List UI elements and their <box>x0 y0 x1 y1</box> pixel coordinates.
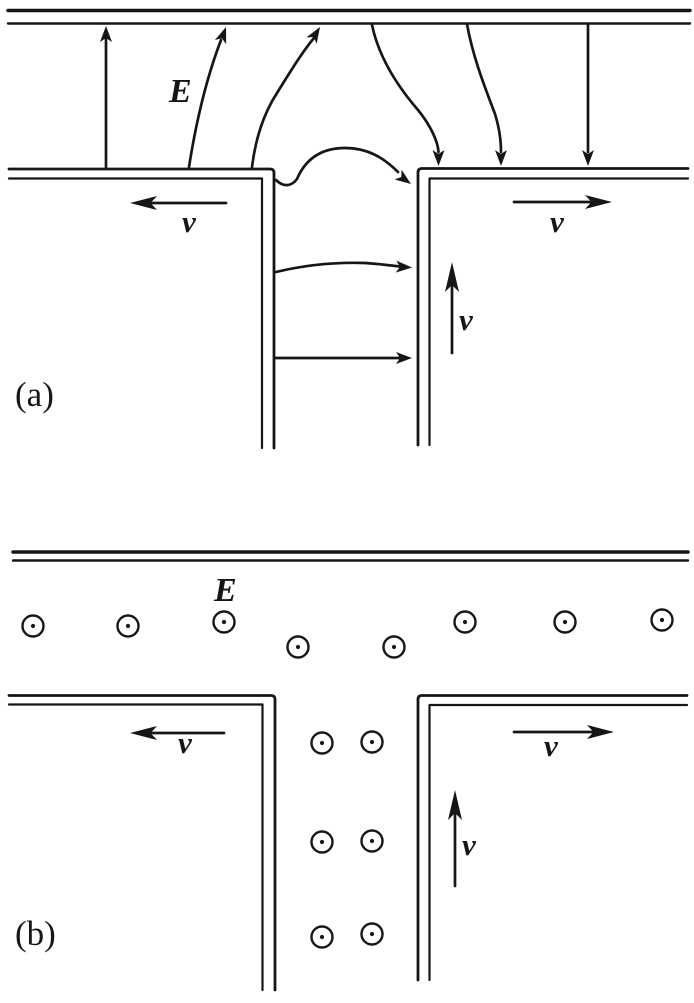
field-out-of-page-icon <box>360 829 384 853</box>
field-line-up-1 <box>100 26 112 169</box>
field-line-down-2 <box>465 22 507 166</box>
panel-a-v-right-label: v <box>550 204 565 239</box>
field-out-of-page-icon <box>360 922 384 946</box>
field-out-of-page-icon <box>553 610 577 634</box>
panel-b-v-right-label: v <box>544 728 559 763</box>
out-of-page-symbols <box>21 608 674 949</box>
velocity-arrow-left <box>130 726 226 740</box>
panel-b-field-label: E <box>213 572 237 609</box>
panel-b: E v v v (b) <box>7 550 690 992</box>
field-out-of-page-icon <box>650 608 674 632</box>
panel-a-label: (a) <box>15 375 54 414</box>
velocity-arrow-left <box>130 196 228 210</box>
velocity-arrow-up <box>448 790 462 888</box>
field-out-of-page-icon <box>21 614 45 638</box>
field-out-of-page-icon <box>286 635 310 659</box>
panel-a-right-conductor-inner-line <box>428 177 690 447</box>
field-line-up-2 <box>187 27 227 169</box>
panel-b-right-conductor-inner-line <box>428 703 689 982</box>
field-out-of-page-icon <box>212 610 236 634</box>
field-line-up-3 <box>250 27 320 169</box>
panel-b-left-conductor-inner-line <box>7 703 264 992</box>
panel-a-v-left-label: v <box>182 204 197 239</box>
panel-a-left-conductor-inner-line <box>7 177 264 450</box>
field-line-down-3 <box>582 22 594 166</box>
field-out-of-page-icon <box>360 730 384 754</box>
panel-a-right-conductor-outer-line <box>416 167 690 447</box>
panel-a-left-conductor-outer-line <box>7 167 276 450</box>
field-out-of-page-icon <box>310 925 334 949</box>
velocity-arrow-right <box>512 725 614 739</box>
field-out-of-page-icon <box>453 610 477 634</box>
field-line-slot-bottom <box>274 352 412 364</box>
panel-a-v-up-label: v <box>459 302 474 337</box>
panel-b-v-left-label: v <box>178 725 193 760</box>
field-line-slot-middle <box>274 260 412 274</box>
panel-b-left-conductor-outer-line <box>7 694 277 992</box>
panel-b-label: (b) <box>15 914 56 953</box>
panel-b-v-up-label: v <box>462 827 477 862</box>
field-line-down-1 <box>370 23 445 166</box>
field-out-of-page-icon <box>382 635 406 659</box>
velocity-arrow-right <box>512 195 612 209</box>
field-out-of-page-icon <box>310 830 334 854</box>
field-line-slot-arch <box>274 146 411 187</box>
panel-a-field-label: E <box>168 73 192 110</box>
velocity-arrow-up <box>445 262 459 355</box>
panel-a: E v v v (a) <box>6 8 692 450</box>
field-out-of-page-icon <box>310 731 334 755</box>
field-out-of-page-icon <box>116 614 140 638</box>
panel-b-right-conductor-outer-line <box>416 694 689 982</box>
